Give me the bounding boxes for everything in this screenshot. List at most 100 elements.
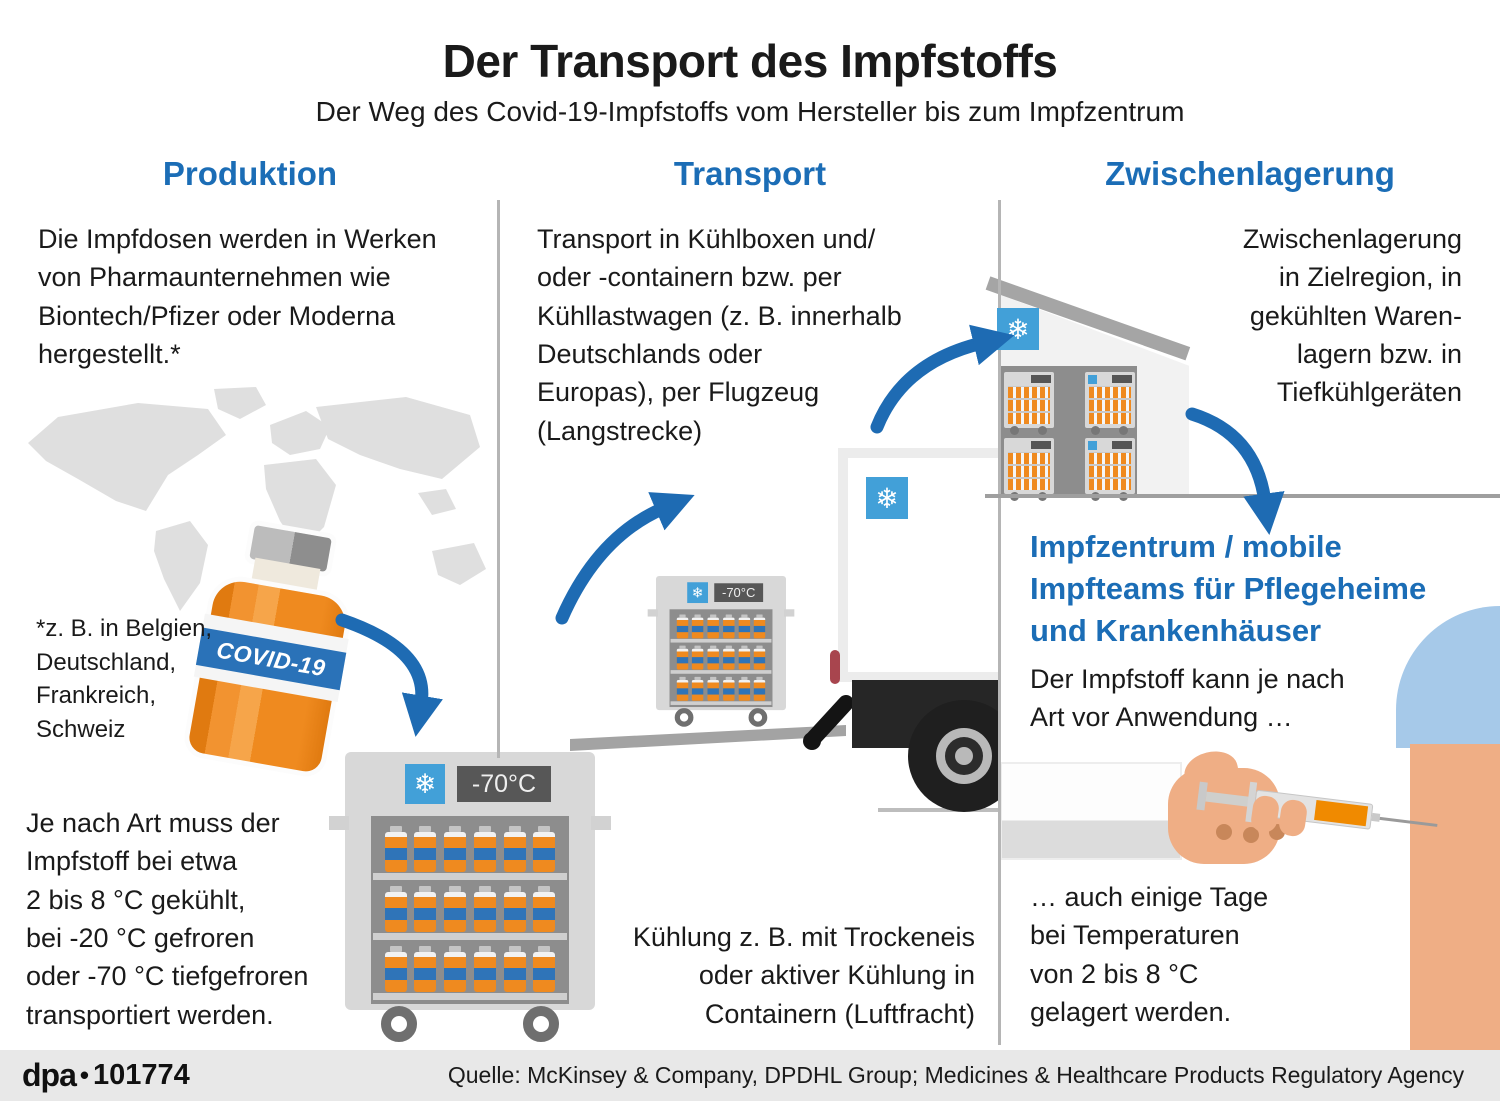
column-heading-produktion: Produktion xyxy=(162,155,338,192)
snowflake-icon: ❄ xyxy=(405,764,445,804)
small-vial xyxy=(384,886,407,932)
truck-cargo-box xyxy=(838,448,1000,682)
small-vial xyxy=(473,886,496,932)
mini-freezer-vials xyxy=(1008,386,1050,424)
syringe-needle xyxy=(1379,816,1438,827)
mini-freezer xyxy=(1085,438,1135,501)
vial-shelf xyxy=(371,880,569,940)
vial-shelf xyxy=(670,643,773,674)
small-vial xyxy=(692,614,704,639)
temperature-label: -70°C xyxy=(714,583,764,602)
mini-freezer xyxy=(1004,372,1054,435)
world-map xyxy=(28,387,486,611)
warehouse-floor-line xyxy=(985,494,1500,498)
snowflake-micro-icon xyxy=(1088,441,1097,450)
truck-hubcap xyxy=(936,728,992,784)
produktion-footnote: *z. B. in Belgien, Deutschland, Frankrei… xyxy=(36,615,213,743)
small-vial xyxy=(444,886,467,932)
snowflake-icon: ❄ xyxy=(997,308,1039,350)
small-vial xyxy=(384,946,407,992)
snowflake-glyph: ❄ xyxy=(413,768,437,799)
small-vial xyxy=(722,614,735,639)
snowflake-icon: ❄ xyxy=(687,582,708,604)
snowflake-glyph: ❄ xyxy=(875,482,899,514)
small-vial xyxy=(676,645,689,670)
small-vial xyxy=(473,946,496,992)
arrow-warehouse-to-impfzentrum xyxy=(1185,407,1285,535)
cart-wheel-left xyxy=(381,1006,417,1042)
vial-shelf xyxy=(670,674,773,705)
truck-ramp xyxy=(570,725,846,751)
cart-interior xyxy=(371,816,569,1004)
cart-wheel-right xyxy=(748,708,768,727)
impfzentrum-body-text: Der Impfstoff kann je nach Art vor Anwen… xyxy=(1030,664,1345,733)
small-vial xyxy=(692,676,704,701)
small-vial xyxy=(707,645,719,670)
column-heading-zwischenlagerung: Zwischenlagerung xyxy=(1105,155,1395,192)
small-vial xyxy=(384,826,407,872)
vial-shelf xyxy=(670,611,773,643)
small-vial xyxy=(692,645,704,670)
arrow-cart-to-truck xyxy=(555,492,695,625)
dpa-logo: dpa • 101774 xyxy=(22,1050,190,1101)
small-vial xyxy=(533,826,556,872)
small-vial xyxy=(503,826,526,872)
doctor-sleeve xyxy=(1000,762,1182,860)
cart-wheel-right xyxy=(523,1006,559,1042)
cart-handle-left xyxy=(647,609,659,617)
snowflake-glyph: ❄ xyxy=(691,584,704,601)
mini-freezer-vials xyxy=(1089,452,1131,490)
produktion-storage-note: Je nach Art muss der Impfstoff bei etwa … xyxy=(26,808,309,1030)
figure-id: 101774 xyxy=(93,1059,190,1091)
small-vial xyxy=(414,946,437,992)
truck-wheel xyxy=(902,692,1000,816)
small-vial xyxy=(533,946,556,992)
column-divider-1 xyxy=(497,200,500,758)
small-vial xyxy=(738,614,750,639)
small-vial xyxy=(533,886,556,932)
dpa-bullet: • xyxy=(79,1060,89,1090)
small-vial xyxy=(444,946,467,992)
page-subtitle: Der Weg des Covid-19-Impfstoffs vom Hers… xyxy=(315,96,1185,127)
produktion-intro-text: Die Impfdosen werden in Werken von Pharm… xyxy=(38,224,437,369)
cart-interior xyxy=(669,609,773,708)
mini-freezer-vials xyxy=(1008,452,1050,490)
small-vial xyxy=(503,886,526,932)
small-vial xyxy=(707,614,719,639)
column-heading-transport: Transport xyxy=(673,155,827,192)
truck-taillight xyxy=(830,650,840,684)
transport-cooling-note: Kühlung z. B. mit Trockeneis oder aktive… xyxy=(632,922,975,1029)
patient-arm xyxy=(1410,744,1500,1050)
cart-handle-right xyxy=(783,609,795,617)
small-vial xyxy=(444,826,467,872)
snowflake-micro-icon xyxy=(1088,375,1097,384)
snowflake-icon: ❄ xyxy=(866,477,908,519)
small-vial xyxy=(753,614,766,639)
small-vial xyxy=(753,676,766,701)
small-vial xyxy=(753,645,766,670)
mini-freezer xyxy=(1004,438,1054,501)
vial-shelf xyxy=(371,940,569,1000)
mini-freezer-vials xyxy=(1089,386,1131,424)
small-vial xyxy=(676,676,689,701)
vial-label-text: COVID-19 xyxy=(195,627,347,691)
small-vial xyxy=(414,826,437,872)
source-credit: Quelle: McKinsey & Company, DPDHL Group;… xyxy=(447,1062,1465,1088)
small-vial xyxy=(473,826,496,872)
impfzentrum-heading: Impfzentrum / mobile Impfteams für Pfleg… xyxy=(1030,529,1427,649)
vial-shelf xyxy=(371,820,569,880)
small-vial xyxy=(738,676,750,701)
small-vial xyxy=(738,645,750,670)
small-vial xyxy=(414,886,437,932)
truck-tire xyxy=(908,700,1000,812)
snowflake-glyph: ❄ xyxy=(1006,313,1030,345)
small-vial xyxy=(707,676,719,701)
small-vial xyxy=(722,645,735,670)
temperature-label: -70°C xyxy=(457,766,551,802)
zwischenlagerung-intro-text: Zwischenlagerung in Zielregion, in geküh… xyxy=(1242,224,1462,408)
small-vial xyxy=(722,676,735,701)
small-vial xyxy=(676,614,689,639)
transport-intro-text: Transport in Kühlboxen und/ oder -contai… xyxy=(537,224,902,446)
cart-handle-right xyxy=(591,816,611,830)
